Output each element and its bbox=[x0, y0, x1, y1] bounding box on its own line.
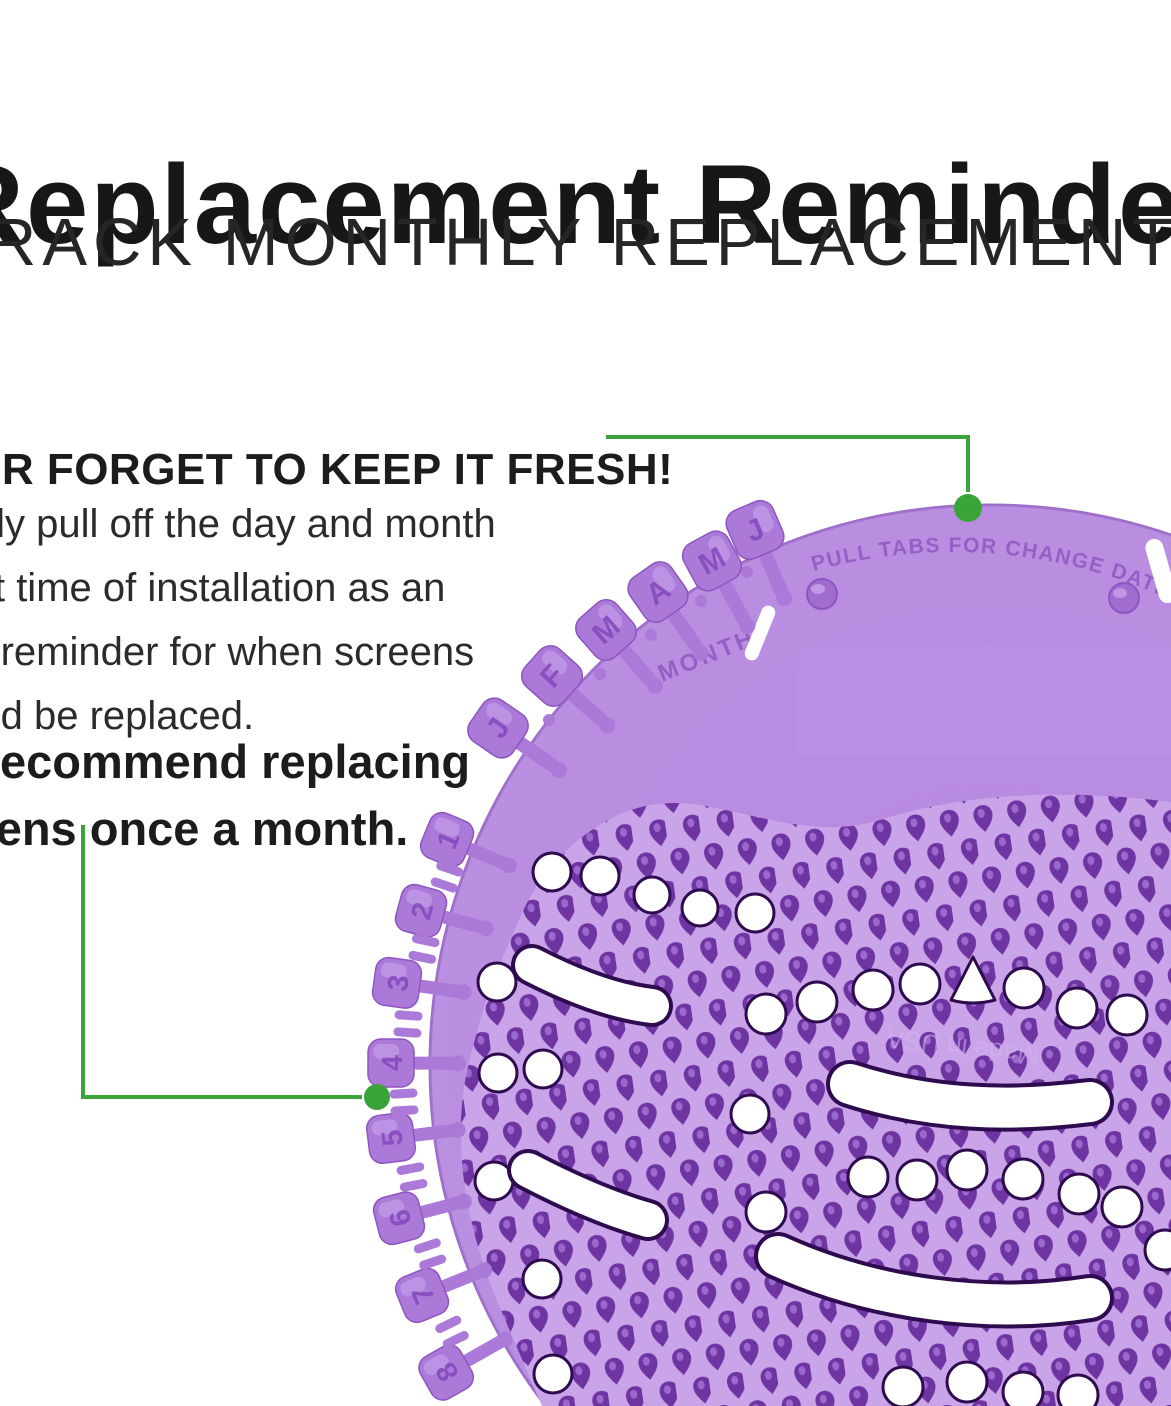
day-tab: 6 bbox=[372, 1191, 472, 1246]
body-line: Simply pull off the day and month bbox=[0, 502, 496, 546]
drain-hole bbox=[1057, 1172, 1101, 1216]
rim-bumps bbox=[806, 578, 1140, 614]
drain-hole bbox=[945, 1360, 989, 1404]
lower-arc-slot bbox=[758, 1236, 1110, 1325]
drain-hole bbox=[744, 1190, 788, 1234]
month-tab: F bbox=[520, 645, 616, 734]
drain-hole bbox=[632, 875, 672, 915]
month-notch-slot bbox=[744, 605, 776, 661]
body-line: should be replaced. bbox=[0, 694, 255, 738]
drain-hole bbox=[531, 851, 573, 893]
drain-hole bbox=[1105, 993, 1149, 1037]
day-tab-number: 3 bbox=[382, 973, 416, 993]
page-subtitle: TRACK MONTHLY REPLACEMENTS bbox=[0, 205, 1171, 280]
drain-hole bbox=[898, 962, 942, 1006]
day-tab: 1 bbox=[419, 811, 517, 874]
callout-heading: NEVER FORGET TO KEEP IT FRESH! bbox=[0, 444, 674, 494]
callout-body: Simply pull off the day and month tab at… bbox=[0, 492, 496, 748]
center-arc-slot bbox=[830, 1064, 1110, 1128]
drain-hole bbox=[1001, 1370, 1045, 1406]
month-tab: A bbox=[627, 561, 709, 661]
day-tab: 4 bbox=[367, 1038, 466, 1088]
callout-connectors bbox=[81, 435, 982, 1110]
day-tab-number: 4 bbox=[377, 1055, 409, 1071]
keyhole-slot bbox=[476, 961, 518, 1003]
drain-hole bbox=[729, 1093, 771, 1135]
drain-hole bbox=[1055, 986, 1099, 1030]
month-tabs: J F M A bbox=[467, 499, 793, 778]
body-line: tab at time of installation as an bbox=[0, 566, 446, 610]
day-tab: 2 bbox=[394, 883, 494, 938]
drain-hole bbox=[1001, 1157, 1045, 1201]
drain-hole bbox=[1143, 1228, 1171, 1272]
day-tab: 8 bbox=[418, 1331, 513, 1401]
drain-hole bbox=[579, 855, 621, 897]
emphasis-line: screens once a month. bbox=[0, 802, 409, 855]
callout-dot-pull-tabs bbox=[954, 494, 982, 522]
curved-slot bbox=[511, 1153, 665, 1237]
triangle-hole bbox=[949, 955, 997, 1005]
drain-hole bbox=[1002, 966, 1046, 1010]
drain-hole bbox=[945, 1148, 989, 1192]
drain-hole bbox=[734, 892, 776, 934]
drain-hole bbox=[846, 1155, 890, 1199]
drain-hole bbox=[881, 1365, 925, 1406]
drain-hole bbox=[795, 980, 839, 1024]
curved-slot bbox=[515, 948, 669, 1023]
month-tab: J bbox=[467, 697, 567, 778]
day-tabs: 1 2 3 4 bbox=[365, 811, 517, 1401]
drain-hole bbox=[522, 1048, 564, 1090]
drain-hole bbox=[744, 992, 788, 1036]
day-tab-number: 5 bbox=[376, 1128, 410, 1148]
day-tab: 7 bbox=[394, 1262, 493, 1324]
page-title: Replacement Reminder bbox=[0, 142, 1171, 268]
month-tab-nubs bbox=[543, 566, 753, 726]
callout-emphasis: We recommend replacing screens once a mo… bbox=[0, 728, 470, 862]
tab-connectors bbox=[389, 861, 469, 1349]
body-line: easy reminder for when screens bbox=[0, 630, 475, 674]
emphasis-line: We recommend replacing bbox=[0, 735, 471, 788]
drain-hole bbox=[1100, 1185, 1144, 1229]
drain-hole bbox=[532, 1353, 574, 1395]
bristle-texture bbox=[460, 794, 1171, 1406]
day-tab-number: 6 bbox=[383, 1206, 418, 1230]
day-tab: 3 bbox=[371, 956, 472, 1009]
drain-hole bbox=[1056, 1373, 1100, 1406]
callout-line-top bbox=[606, 435, 970, 492]
callout-line-left bbox=[81, 825, 362, 1099]
month-tab: M bbox=[575, 598, 663, 694]
month-tab: M bbox=[681, 530, 756, 635]
callout-dot-day-tabs bbox=[364, 1084, 390, 1110]
day-tab: 5 bbox=[365, 1112, 466, 1165]
urinal-screen-photo: PULL TABS FOR CHANGE DATE MONTH Made in … bbox=[365, 499, 1171, 1406]
month-tab: J bbox=[725, 499, 793, 607]
drain-hole bbox=[521, 1258, 563, 1300]
drain-hole bbox=[477, 1052, 519, 1094]
drain-holes bbox=[473, 851, 1171, 1406]
blank-label bbox=[798, 646, 1171, 757]
drain-hole bbox=[895, 1158, 939, 1202]
drain-hole bbox=[851, 968, 895, 1012]
drain-hole bbox=[680, 888, 720, 928]
edge-notch-slot bbox=[1145, 538, 1171, 604]
